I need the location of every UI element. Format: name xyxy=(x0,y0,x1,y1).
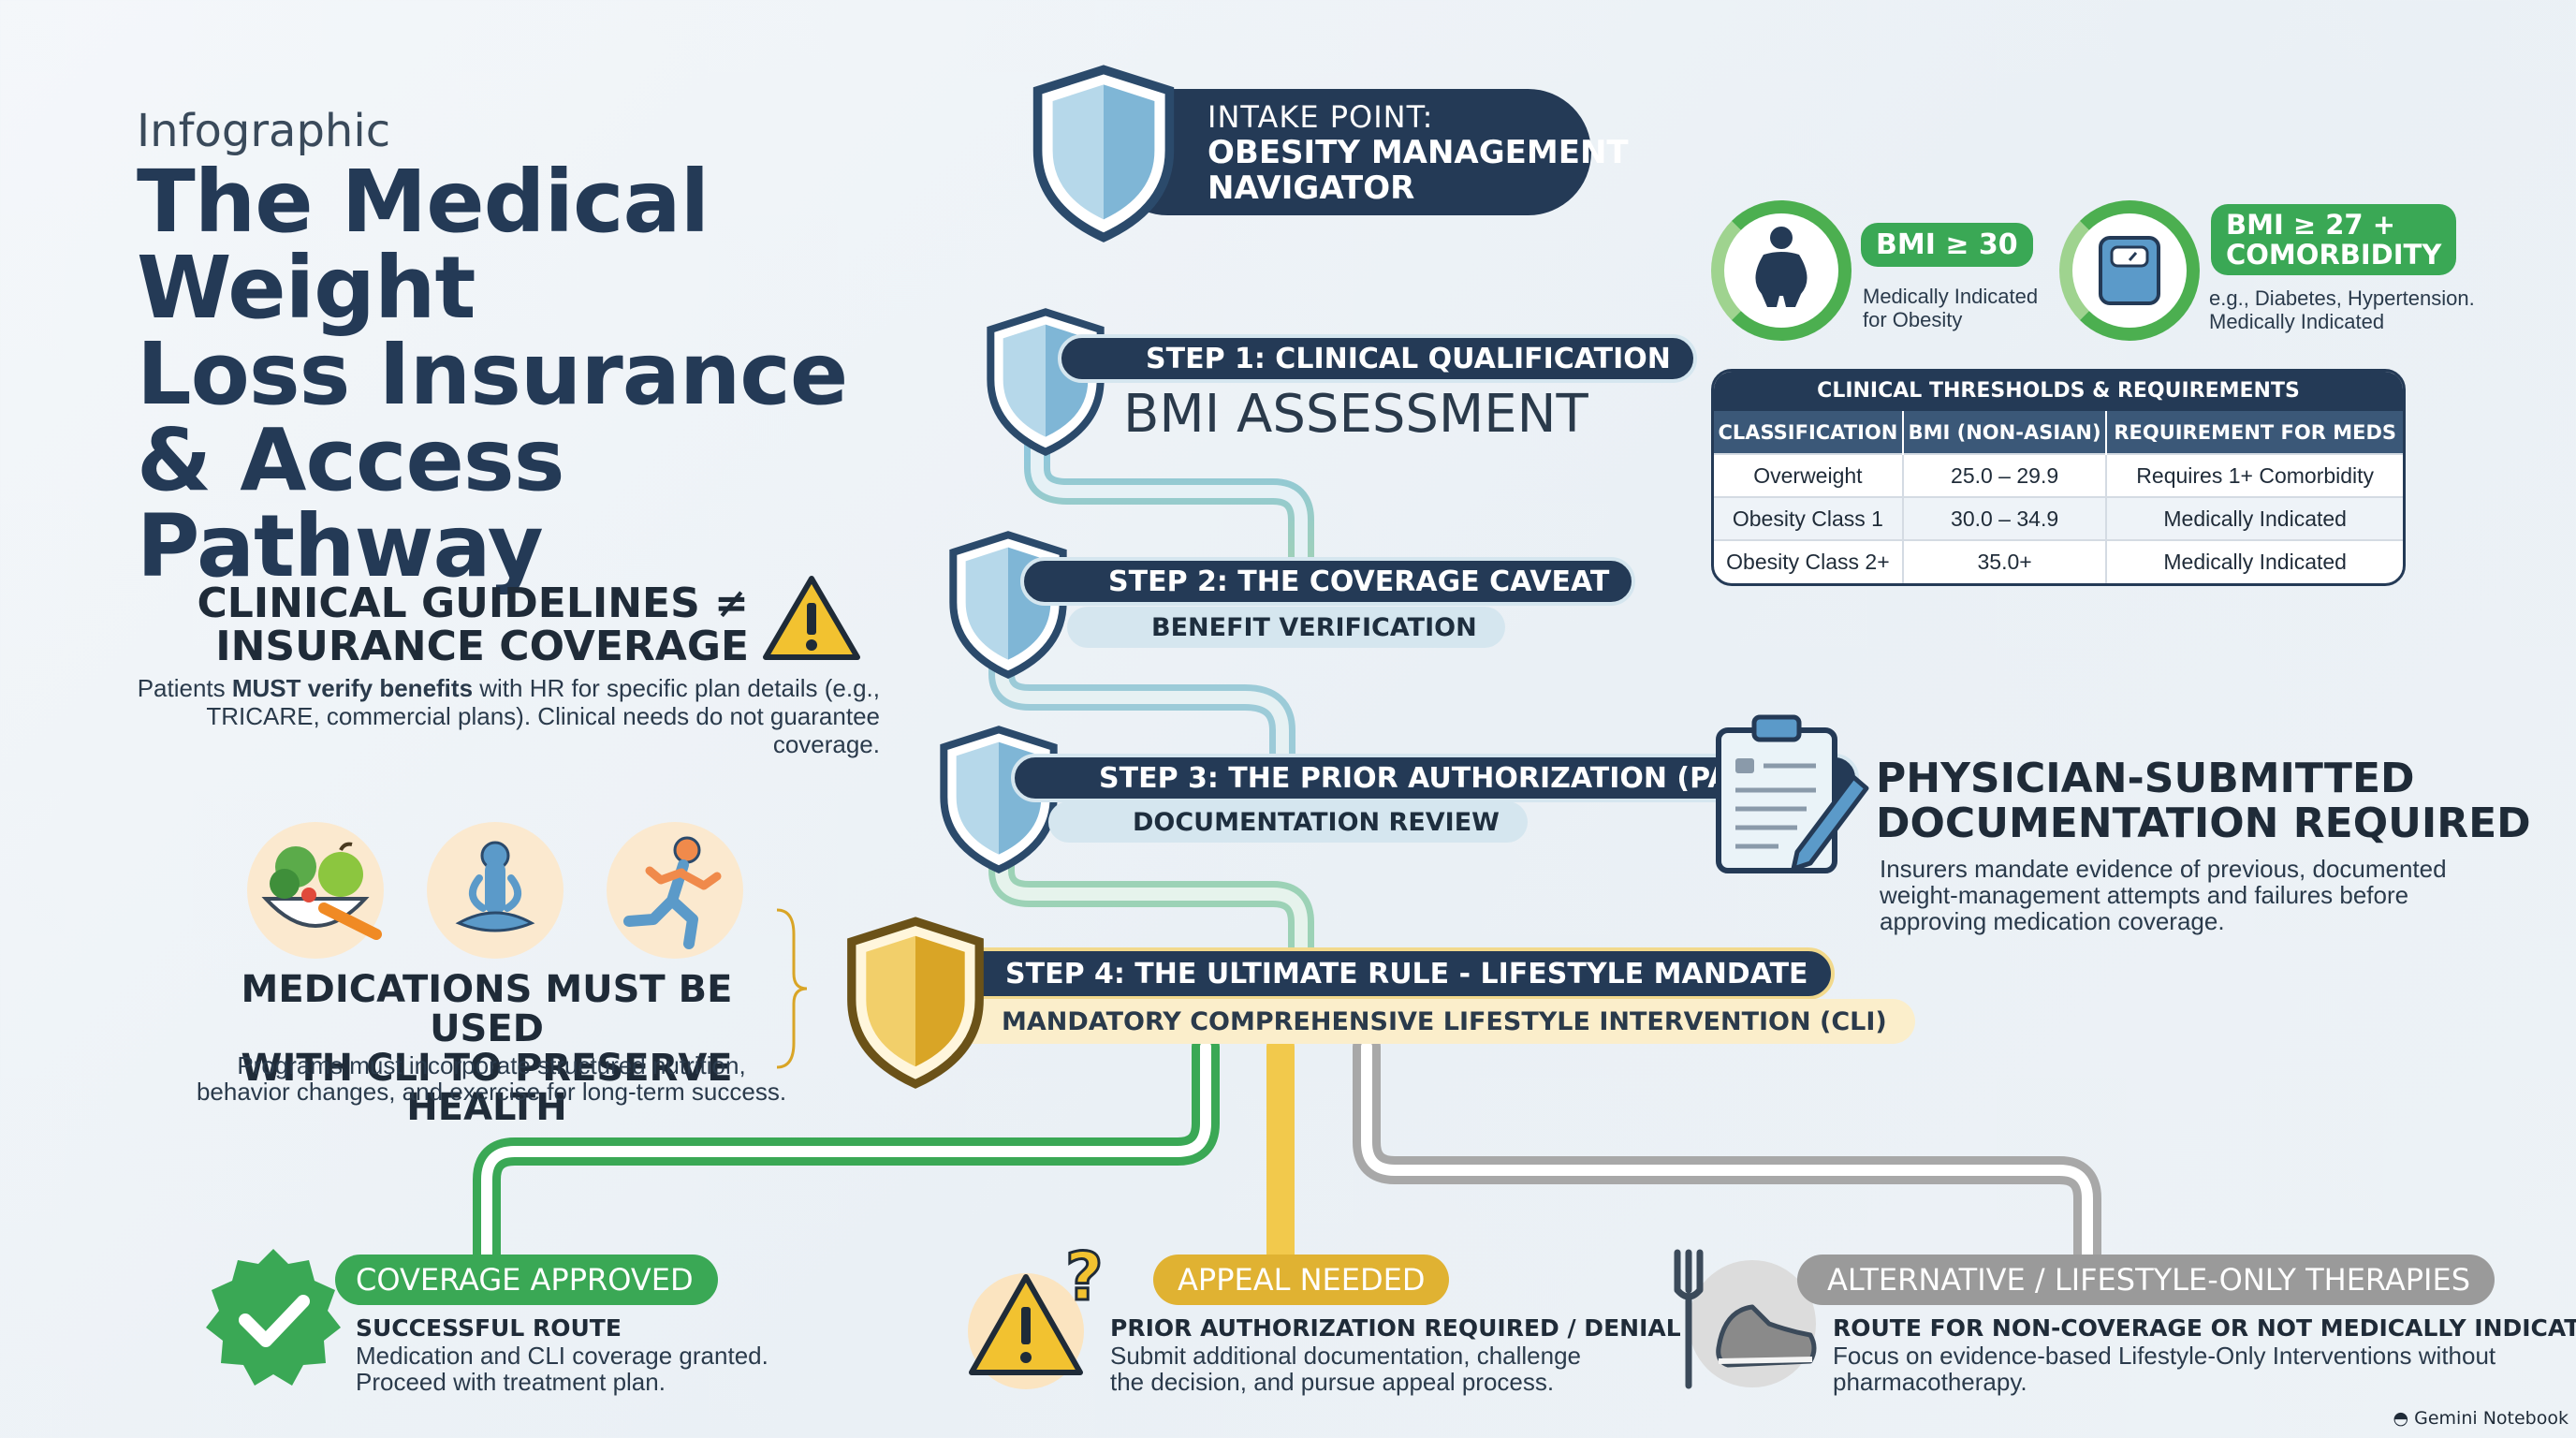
bmi-30-description: Medically Indicated for Obesity xyxy=(1863,285,2038,331)
step1-title: STEP 1: CLINICAL QUALIFICATION xyxy=(1058,334,1697,383)
guidelines-body: Patients MUST verify benefits with HR fo… xyxy=(131,674,880,758)
column-header-requirement: REQUIREMENT FOR MEDS xyxy=(2106,411,2403,454)
guidelines-title: CLINICAL GUIDELINES ≠ INSURANCE COVERAGE xyxy=(168,582,749,668)
table-cell: Overweight xyxy=(1714,453,1904,497)
appeal-body-line-2: the decision, and pursue appeal process. xyxy=(1110,1368,1555,1396)
table-cell: Medically Indicated xyxy=(2106,496,2403,540)
appeal-warning-icon: ? xyxy=(968,1241,1105,1389)
appeal-heading: PRIOR AUTHORIZATION REQUIRED / DENIAL xyxy=(1110,1314,1681,1342)
step4-gold-shield-icon xyxy=(847,917,984,1089)
physician-title-line-1: PHYSICIAN-SUBMITTED xyxy=(1876,755,2415,802)
medications-title-line-2: WITH CLI TO PRESERVE HEALTH xyxy=(241,1047,733,1129)
svg-text:?: ? xyxy=(1065,1241,1104,1315)
intake-name-line-1: OBESITY MANAGEMENT xyxy=(1208,133,1629,171)
guidelines-body-prefix: Patients xyxy=(137,674,232,702)
physician-title-line-2: DOCUMENTATION REQUIRED xyxy=(1876,800,2531,847)
thresholds-caption: CLINICAL THRESHOLDS & REQUIREMENTS xyxy=(1714,372,2403,411)
alternative-body-line-1: Focus on evidence-based Lifestyle-Only I… xyxy=(1833,1342,2496,1370)
table-row: Obesity Class 1 30.0 – 34.9 Medically In… xyxy=(1714,496,2403,540)
watermark-text: Gemini Notebook xyxy=(2414,1408,2569,1429)
table-cell: Obesity Class 2+ xyxy=(1714,539,1904,583)
table-row: Obesity Class 2+ 35.0+ Medically Indicat… xyxy=(1714,539,2403,583)
medications-title: MEDICATIONS MUST BE USED WITH CLI TO PRE… xyxy=(187,970,786,1127)
fork-and-shoe-icon xyxy=(1674,1249,1817,1389)
step1-subtitle: BMI ASSESSMENT xyxy=(1123,384,1588,445)
bmi-27-line-1: e.g., Diabetes, Hypertension. xyxy=(2209,286,2475,310)
alternative-body-line-2: pharmacotherapy. xyxy=(1833,1368,2027,1396)
alternative-heading: ROUTE FOR NON-COVERAGE OR NOT MEDICALLY … xyxy=(1833,1314,2576,1342)
column-header-bmi: BMI (NON-ASIAN) xyxy=(1902,411,2108,454)
guidelines-title-line-2: INSURANCE COVERAGE xyxy=(215,623,749,670)
clipboard-icon xyxy=(1716,714,1869,873)
bmi-27-badge-line-1: BMI ≥ 27 + xyxy=(2226,209,2395,241)
step4-title: STEP 4: THE ULTIMATE RULE - LIFESTYLE MA… xyxy=(945,947,1835,1000)
approved-heading: SUCCESSFUL ROUTE xyxy=(356,1314,622,1342)
title-line-2: Loss Insurance xyxy=(137,324,848,424)
step4-subtitle: MANDATORY COMPREHENSIVE LIFESTYLE INTERV… xyxy=(945,999,1915,1044)
approved-body-line-1: Medication and CLI coverage granted. xyxy=(356,1342,768,1370)
scale-icon xyxy=(2099,236,2160,305)
watermark-logo-icon: ◓ xyxy=(2393,1408,2415,1429)
bracket-connector xyxy=(776,908,808,1069)
guidelines-body-rest: with HR for specific plan details (e.g., xyxy=(473,674,880,702)
appeal-body-line-1: Submit additional documentation, challen… xyxy=(1110,1342,1582,1370)
intake-label: INTAKE POINT: xyxy=(1208,98,1434,135)
title-line-1: The Medical Weight xyxy=(137,152,710,338)
bmi-27-badge: BMI ≥ 27 + COMORBIDITY xyxy=(2211,204,2457,275)
intake-name-line-2: NAVIGATOR xyxy=(1208,169,1415,207)
approved-body-line-2: Proceed with treatment plan. xyxy=(356,1368,666,1396)
medications-title-line-1: MEDICATIONS MUST BE USED xyxy=(241,968,733,1050)
guidelines-body-line-2: TRICARE, commercial plans). Clinical nee… xyxy=(206,702,880,758)
page-title: The Medical Weight Loss Insurance & Acce… xyxy=(137,159,979,590)
step2-title: STEP 2: THE COVERAGE CAVEAT xyxy=(1020,557,1636,606)
bmi-30-ring xyxy=(1711,200,1852,341)
title-line-3: & Access Pathway xyxy=(137,410,564,596)
table-cell: 30.0 – 34.9 xyxy=(1902,496,2108,540)
table-cell: Requires 1+ Comorbidity xyxy=(2106,453,2403,497)
table-cell: Obesity Class 1 xyxy=(1714,496,1904,540)
physician-body: Insurers mandate evidence of previous, d… xyxy=(1880,856,2460,934)
coverage-approved-label: COVERAGE APPROVED xyxy=(335,1255,718,1305)
thresholds-table: CLINICAL THRESHOLDS & REQUIREMENTS CLASS… xyxy=(1711,369,2406,586)
bmi-27-line-2: Medically Indicated xyxy=(2209,310,2385,333)
approved-body: Medication and CLI coverage granted. Pro… xyxy=(356,1343,768,1395)
step3-subtitle: DOCUMENTATION REVIEW xyxy=(1048,801,1528,843)
physician-title: PHYSICIAN-SUBMITTED DOCUMENTATION REQUIR… xyxy=(1876,756,2531,846)
guidelines-title-line-1: CLINICAL GUIDELINES ≠ xyxy=(197,580,749,627)
intake-shield-icon xyxy=(1032,65,1175,242)
physician-body-line-1: Insurers mandate evidence of previous, d… xyxy=(1880,855,2447,883)
warning-icon xyxy=(763,576,860,660)
step2-subtitle: BENEFIT VERIFICATION xyxy=(1067,607,1505,648)
meditation-icon xyxy=(427,822,564,959)
alternative-therapies-label: ALTERNATIVE / LIFESTYLE-ONLY THERAPIES xyxy=(1797,1255,2495,1305)
table-cell: Medically Indicated xyxy=(2106,539,2403,583)
appeal-body: Submit additional documentation, challen… xyxy=(1110,1343,1581,1395)
alternative-body: Focus on evidence-based Lifestyle-Only I… xyxy=(1833,1343,2496,1395)
exercise-icon xyxy=(607,822,743,959)
medications-body: Programs must incorporate structured nut… xyxy=(187,1052,796,1105)
bmi-27-ring xyxy=(2059,200,2200,341)
table-cell: 35.0+ xyxy=(1902,539,2108,583)
bmi-27-badge-line-2: COMORBIDITY xyxy=(2226,239,2442,271)
approved-badge-icon xyxy=(206,1249,341,1386)
medications-body-line-2: behavior changes, and exercise for long-… xyxy=(196,1078,787,1106)
column-header-classification: CLASSIFICATION xyxy=(1714,411,1904,454)
table-cell: 25.0 – 29.9 xyxy=(1902,453,2108,497)
kicker-label: Infographic xyxy=(137,105,391,157)
intake-banner: INTAKE POINT: OBESITY MANAGEMENT NAVIGAT… xyxy=(1105,89,1629,215)
bmi-30-line-1: Medically Indicated xyxy=(1863,285,2039,308)
bmi-30-badge: BMI ≥ 30 xyxy=(1861,223,2033,267)
appeal-needed-label: APPEAL NEEDED xyxy=(1153,1255,1450,1305)
nutrition-icon xyxy=(247,822,384,959)
person-icon xyxy=(1755,227,1808,307)
physician-body-line-3: approving medication coverage. xyxy=(1880,907,2225,935)
bmi-30-line-2: for Obesity xyxy=(1863,308,1963,331)
bmi-27-description: e.g., Diabetes, Hypertension. Medically … xyxy=(2209,286,2475,333)
watermark: ◓ Gemini Notebook xyxy=(2393,1408,2569,1429)
medications-body-line-1: Programs must incorporate structured nut… xyxy=(237,1051,746,1079)
physician-body-line-2: weight-management attempts and failures … xyxy=(1880,881,2409,909)
guidelines-body-bold: MUST verify benefits xyxy=(231,674,474,702)
table-row: Overweight 25.0 – 29.9 Requires 1+ Comor… xyxy=(1714,453,2403,497)
